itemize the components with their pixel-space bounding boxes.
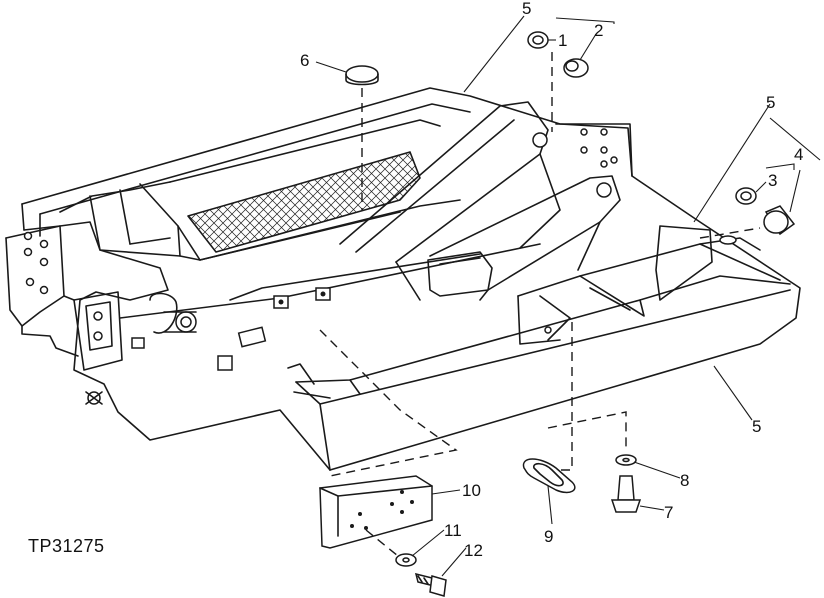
callout-10: 10: [462, 481, 481, 500]
callout-2: 2: [594, 21, 603, 40]
callout-9: 9: [544, 527, 553, 546]
part-2-bushing: [563, 58, 589, 78]
callout-labels: 5 1 2 6 5 3 4 5 8 7 9 10 11 12: [300, 0, 803, 560]
frame-top-rail: [21, 87, 801, 471]
frame-front-lower-rail: [295, 275, 791, 383]
frame-right-end-box: [517, 243, 781, 297]
figure-reference-code: TP31275: [28, 536, 105, 556]
frame-cross-members: [89, 183, 181, 257]
part-9-grommet: [522, 458, 576, 494]
main-frame: [5, 87, 801, 471]
part-11-12-dashed-path: [365, 529, 399, 557]
boom-arm-upper: [339, 101, 549, 263]
callout-5-top: 5: [522, 0, 531, 18]
part-11-washer: [395, 553, 417, 567]
part-10-dashed-path: [319, 329, 458, 477]
callout-5-bottom: 5: [752, 417, 761, 436]
callout-12: 12: [464, 541, 483, 560]
callout-8: 8: [680, 471, 689, 490]
frame-left-end-plate: [23, 221, 331, 471]
callout-6: 6: [300, 51, 309, 70]
callout-11: 11: [444, 521, 462, 540]
callout-7: 7: [664, 503, 673, 522]
callout-1: 1: [558, 31, 567, 50]
callout-5-right: 5: [766, 93, 775, 112]
callout-3: 3: [768, 171, 777, 190]
part-10-plate: [319, 475, 433, 549]
part-7-bolt: [610, 475, 642, 513]
leader-lines: [315, 15, 821, 577]
boom-arm-lower: [429, 175, 621, 301]
mesh-grate: [187, 151, 421, 253]
part-8-washer: [615, 454, 637, 466]
part-3-bushing: [735, 187, 757, 205]
part-7-8-dashed-path: [547, 411, 627, 450]
part-12-bolt: [414, 572, 447, 597]
part-4-bushing: [763, 205, 796, 236]
boom-front-bracket: [427, 251, 493, 297]
part-3-4-dashed-path: [699, 227, 761, 239]
part-9-dashed-path: [560, 322, 573, 471]
frame-top-rail-inner: [39, 103, 471, 215]
callout-4: 4: [794, 145, 803, 164]
part-1-bushing: [527, 31, 549, 49]
part-6-plug: [345, 65, 379, 86]
left-cylinder-mount: [73, 291, 197, 371]
